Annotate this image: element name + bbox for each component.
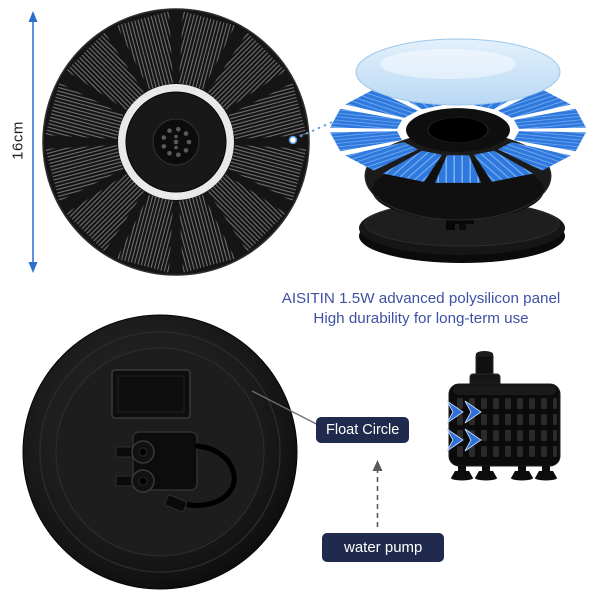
pump-feet [451, 466, 557, 481]
water-pump-illustration [446, 351, 561, 481]
caption: AISITIN 1.5W advanced polysilicon panel … [245, 289, 597, 329]
exploded-view [330, 38, 586, 263]
glass-panel [355, 38, 561, 106]
solar-panel-top-view [42, 8, 310, 276]
dimension-label: 16cm [9, 121, 27, 160]
water-pump-arrow [372, 460, 383, 527]
float-circle-label: Float Circle [316, 417, 410, 443]
solar-cell-fan [330, 77, 586, 183]
water-intake-arrows [446, 400, 482, 452]
cable-plug [164, 494, 188, 513]
dimension-arrow [28, 11, 38, 273]
nozzle-holes [161, 126, 192, 158]
callout-dot [288, 135, 298, 145]
float-underside-view [22, 314, 298, 590]
power-cable [180, 443, 237, 508]
battery-box [111, 369, 191, 419]
water-pump-label: water pump [322, 533, 445, 562]
caption-line-2: High durability for long-term use [313, 310, 529, 327]
caption-line-1: AISITIN 1.5W advanced polysilicon panel [281, 290, 561, 307]
suction-cups [115, 440, 155, 493]
